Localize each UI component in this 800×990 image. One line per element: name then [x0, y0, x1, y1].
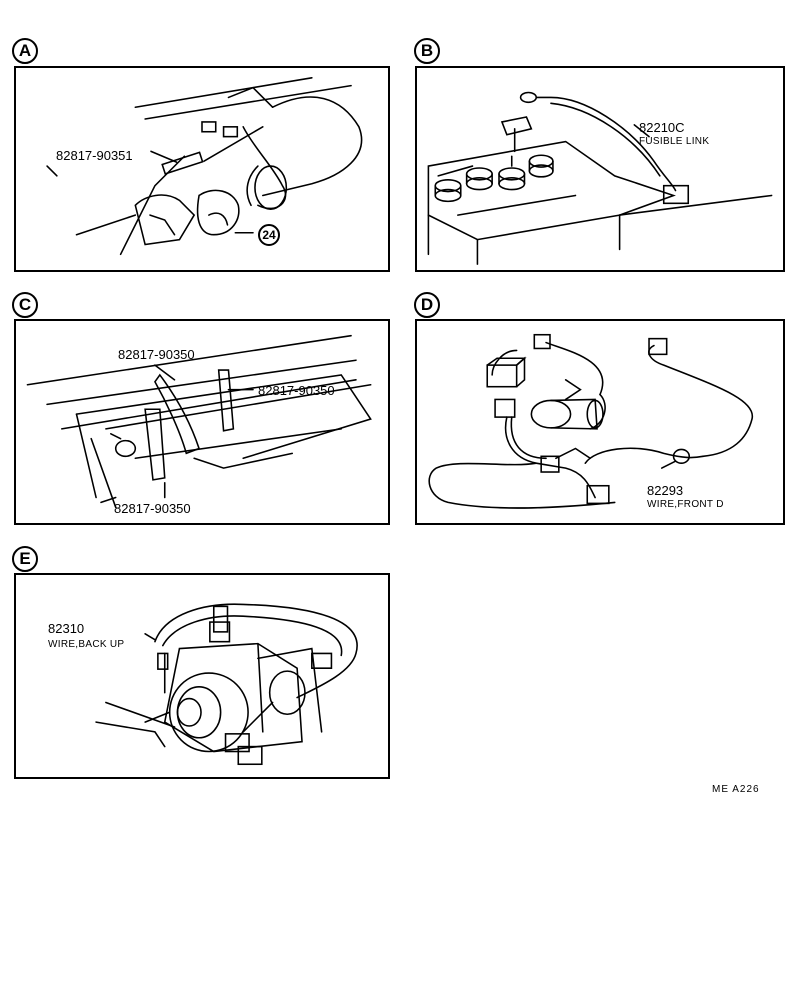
- figure-code: ME A226: [712, 784, 760, 795]
- panel-e-drawing: [95, 603, 358, 766]
- panel-e-part-label: 82310: [48, 621, 85, 636]
- panel-b-part-label: 82210C: [639, 120, 685, 135]
- panel-d: 82293 WIRE,FRONT D: [415, 319, 785, 525]
- panel-b-desc-label: FUSIBLE LINK: [639, 136, 710, 147]
- panel-d-part-label: 82293: [647, 483, 684, 498]
- panel-a-callout-24: 24: [258, 224, 280, 246]
- panel-e-badge: E: [12, 546, 38, 572]
- panel-e: 82310 WIRE,BACK UP: [14, 573, 390, 779]
- panel-c-drawing: [26, 334, 372, 509]
- panel-d-drawing: [428, 333, 753, 509]
- panel-d-desc-label: WIRE,FRONT D: [647, 499, 724, 510]
- panel-d-badge: D: [414, 292, 440, 318]
- panel-c-right-label: 82817-90350: [258, 383, 335, 398]
- panel-a: 82817-90351 24: [14, 66, 390, 272]
- panel-c-badge: C: [12, 292, 38, 318]
- panel-c: 82817-90350 82817-90350 82817-90350: [14, 319, 390, 525]
- panel-c-bottom-label: 82817-90350: [114, 501, 191, 516]
- panel-b-badge: B: [414, 38, 440, 64]
- panel-c-top-label: 82817-90350: [118, 347, 195, 362]
- panel-b: 82210C FUSIBLE LINK: [415, 66, 785, 272]
- panel-a-part-label: 82817-90351: [56, 148, 133, 163]
- panel-a-drawing: [46, 77, 363, 256]
- panel-b-drawing: [427, 91, 773, 265]
- panel-a-badge: A: [12, 38, 38, 64]
- panel-e-desc-label: WIRE,BACK UP: [48, 639, 125, 650]
